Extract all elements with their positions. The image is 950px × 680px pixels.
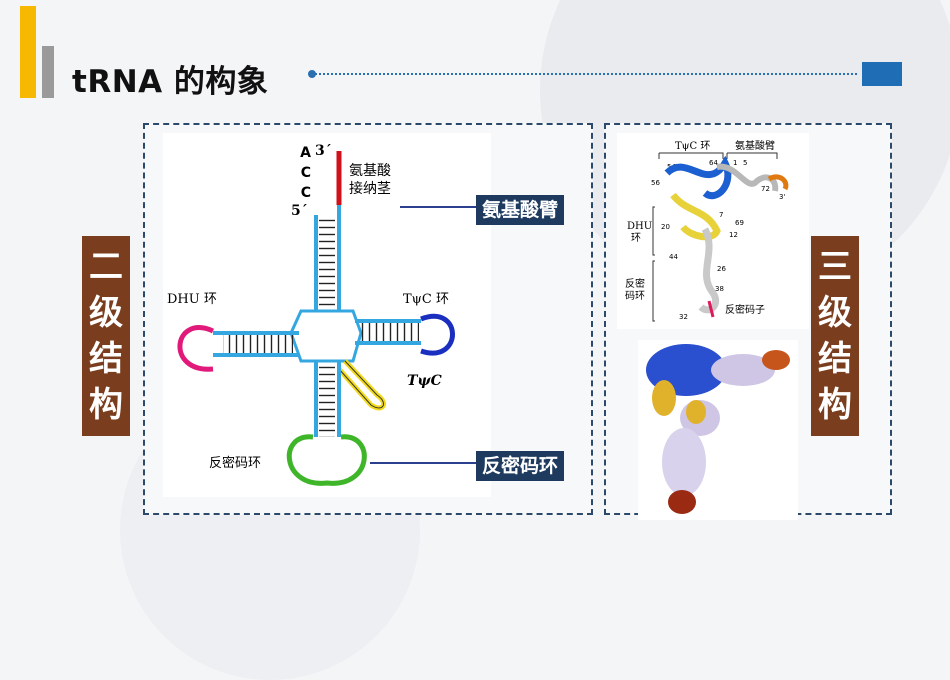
- dhu-loop-label: DHU 环: [167, 292, 217, 307]
- callout-connector: [370, 462, 476, 464]
- base-c: C: [301, 165, 311, 181]
- tertiary-ribbon-diagram: TψC 环 氨基酸臂 54 64 1 5 72 3' 56 7 69 20 12…: [617, 133, 809, 329]
- acceptor-stem-label-1: 氨基酸: [349, 162, 391, 179]
- accent-bar-gray: [42, 46, 54, 98]
- acceptor-ribbon: [716, 163, 779, 192]
- page-title: tRNA 的构象: [72, 64, 269, 100]
- anticodon-label: 反密码子: [725, 303, 765, 316]
- label-char: 二: [89, 247, 123, 287]
- acceptor-stem-rungs: [319, 219, 335, 317]
- central-junction: [289, 309, 363, 363]
- anticodon-atoms: [668, 490, 696, 514]
- cca-atoms: [762, 350, 790, 370]
- acceptor-stem-label-2: 接纳茎: [349, 180, 391, 197]
- callout-connector: [400, 206, 476, 208]
- dhu-ribbon: [670, 192, 721, 241]
- cloverleaf-svg: 3´ A C C 5´ 氨基酸 接纳茎 DHU 环 TψC 环 TψC 反密码环: [167, 143, 455, 486]
- dhu-loop: [177, 325, 215, 372]
- label-char: 结: [89, 339, 123, 379]
- cca-end: [767, 174, 789, 191]
- tertiary-ribbon-svg: TψC 环 氨基酸臂 54 64 1 5 72 3' 56 7 69 20 12…: [625, 139, 789, 322]
- amino-acid-arm-callout: 氨基酸臂: [476, 195, 565, 225]
- title-divider: [312, 73, 857, 75]
- residue-number: 20: [661, 223, 670, 231]
- base-c: C: [301, 185, 311, 201]
- prime-5-label: 5´: [291, 203, 308, 219]
- anticodon-ribbon: [698, 227, 720, 314]
- tpsic-loop: [420, 314, 455, 356]
- variable-loop: [337, 359, 386, 411]
- anticodon-loop-label-1: 反密: [625, 277, 645, 290]
- anticodon-stem-rungs: [319, 365, 335, 437]
- variable-loop-outline: [338, 360, 385, 409]
- residue-number: 44: [669, 253, 678, 261]
- tpsic-loop-label: TψC 环: [403, 292, 449, 307]
- residue-number: 1: [733, 159, 737, 167]
- amino-acid-arm-label: 氨基酸臂: [735, 139, 775, 152]
- anticodon-loop-label-2: 码环: [625, 290, 645, 302]
- residue-number: 3': [779, 193, 785, 201]
- label-char: 三: [818, 247, 852, 287]
- residue-number: 72: [761, 185, 770, 193]
- residue-number: 26: [717, 265, 726, 273]
- anticodon-stem-atoms: [662, 428, 706, 496]
- residue-number: 69: [735, 219, 744, 227]
- dhu-label-2: 环: [631, 233, 641, 244]
- tpsic-loop-label: TψC 环: [675, 141, 710, 152]
- prime-3-label: 3´: [315, 143, 332, 159]
- dhu-atoms-left: [652, 380, 676, 416]
- anticodon-loop: [286, 434, 367, 486]
- anticodon-marker: [707, 300, 715, 318]
- tpsic-lower-label: TψC: [407, 373, 442, 389]
- residue-number: 64: [709, 159, 718, 167]
- tpsic-ribbon: [664, 155, 732, 200]
- base-a: A: [300, 145, 311, 161]
- label-char: 级: [818, 293, 852, 333]
- cloverleaf-diagram: 3´ A C C 5´ 氨基酸 接纳茎 DHU 环 TψC 环 TψC 反密码环: [163, 133, 491, 497]
- title-accent-box: [862, 62, 902, 86]
- space-filling-model: [638, 340, 798, 520]
- accent-bar-yellow: [20, 6, 36, 98]
- label-char: 结: [818, 339, 852, 379]
- tertiary-structure-label: 三 级 结 构: [811, 236, 859, 436]
- tpsic-arm-rungs: [359, 323, 419, 341]
- residue-number: 56: [651, 179, 660, 187]
- residue-number: 12: [729, 231, 738, 239]
- anticodon-loop-callout: 反密码环: [476, 451, 565, 481]
- label-char: 构: [818, 385, 852, 425]
- residue-number: 7: [719, 211, 723, 219]
- residue-number: 5: [743, 159, 747, 167]
- secondary-structure-label: 二 级 结 构: [82, 236, 130, 436]
- space-filling-svg: [646, 344, 790, 514]
- residue-number: 32: [679, 313, 688, 321]
- label-char: 构: [89, 385, 123, 425]
- d-arm-rungs: [223, 335, 293, 353]
- label-char: 级: [89, 293, 123, 333]
- acceptor-atoms: [711, 354, 775, 386]
- dhu-label-1: DHU: [627, 221, 652, 232]
- dhu-atoms-right: [686, 400, 706, 424]
- anticodon-loop-label: 反密码环: [209, 455, 261, 471]
- residue-number: 38: [715, 285, 724, 293]
